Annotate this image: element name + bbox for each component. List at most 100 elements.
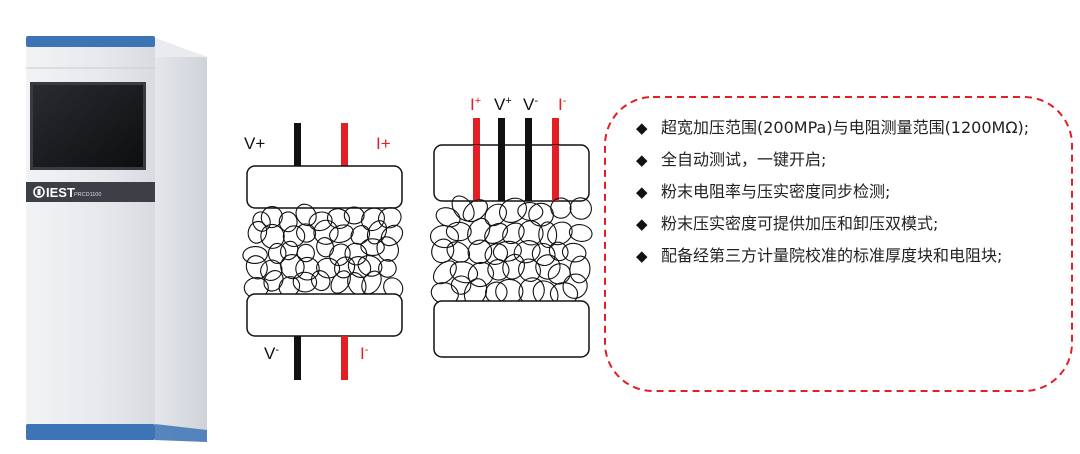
powder-particle: [445, 221, 472, 242]
instrument-cabinet: IEST PRCD1100: [26, 36, 207, 442]
cabinet-bottom-trim-side: [155, 424, 207, 442]
powder-particle: [502, 253, 525, 280]
powder-sample: [242, 203, 404, 299]
powder-particle: [429, 225, 460, 249]
diamond-icon: ◆: [636, 215, 648, 233]
top-electrode: [246, 165, 403, 209]
powder-particle: [569, 255, 591, 284]
powder-particle: [446, 241, 471, 263]
powder-particle: [280, 254, 305, 280]
powder-particle: [449, 261, 479, 284]
powder-particle: [278, 211, 298, 233]
powder-particle: [518, 258, 541, 282]
lead-i-minus: [341, 336, 348, 380]
powder-particle: [366, 220, 388, 245]
powder-sample: [429, 195, 593, 307]
powder-particle: [431, 238, 455, 264]
powder-particle: [487, 259, 510, 281]
powder-particle: [562, 273, 588, 299]
probe-v-plus-inner: [498, 145, 505, 201]
lead-i-plus: [341, 123, 348, 166]
probe-v-minus-inner: [525, 145, 532, 201]
powder-particle: [547, 221, 573, 246]
powder-particle: [535, 254, 561, 280]
powder-particle: [513, 240, 541, 264]
label-v-minus: V-: [264, 344, 280, 363]
powder-particle: [260, 223, 285, 249]
powder-particle: [316, 237, 335, 258]
diamond-icon: ◆: [636, 119, 648, 137]
powder-particle: [292, 271, 318, 293]
diagram-two-electrode: [242, 123, 404, 380]
powder-particle: [242, 246, 268, 264]
powder-particle: [450, 275, 472, 295]
diamond-icon: ◆: [636, 151, 648, 169]
diamond-icon: ◆: [636, 183, 648, 201]
label-v-plus: V+: [244, 134, 266, 153]
feature-item: ◆ 配备经第三方计量院校准的标准厚度块和电阻块;: [636, 240, 1056, 272]
powder-particle: [528, 202, 554, 227]
powder-particle: [282, 225, 306, 248]
diamond-icon: ◆: [636, 247, 648, 265]
feature-list: ◆ 超宽加压范围(200MPa)与电阻测量范围(1200MΩ); ◆ 全自动测试…: [636, 112, 1056, 272]
powder-particle: [350, 225, 371, 245]
powder-particle: [295, 203, 317, 227]
powder-particle: [313, 219, 339, 245]
powder-particle: [329, 243, 351, 267]
label-i-plus: I+: [376, 134, 391, 153]
label-probe-i-plus: I+: [470, 95, 482, 114]
lead-v-minus: [294, 336, 301, 380]
powder-particle: [484, 203, 507, 227]
powder-particle: [568, 224, 593, 242]
powder-particle: [296, 243, 315, 263]
powder-particle: [378, 259, 397, 278]
powder-particle: [361, 270, 382, 295]
powder-particle: [467, 239, 493, 265]
powder-particle: [538, 221, 558, 249]
powder-particle: [263, 270, 284, 292]
powder-particle: [360, 238, 385, 256]
probe-i-plus-inner: [473, 145, 480, 201]
powder-particle: [550, 197, 572, 219]
lead-v-plus: [294, 123, 301, 166]
label-probe-v-minus: V-: [523, 95, 539, 114]
iest-logo-icon: IEST PRCD1100: [33, 185, 101, 200]
feature-item: ◆ 粉末压实密度可提供加压和卸压双模式;: [636, 208, 1056, 240]
feature-item: ◆ 全自动测试，一键开启;: [636, 144, 1056, 176]
feature-item: ◆ 超宽加压范围(200MPa)与电阻测量范围(1200MΩ);: [636, 112, 1056, 144]
powder-particle: [267, 242, 287, 264]
powder-particle: [330, 270, 351, 294]
probe-i-minus-inner: [552, 145, 559, 201]
model-name: PRCD1100: [74, 192, 101, 198]
powder-particle: [432, 260, 457, 285]
label-probe-i-minus: I-: [558, 95, 567, 114]
powder-particle: [252, 211, 271, 232]
powder-particle: [377, 207, 402, 229]
label-probe-v-plus: V+: [494, 95, 512, 114]
powder-particle: [343, 206, 365, 225]
powder-particle: [247, 220, 268, 244]
powder-particle: [502, 222, 525, 245]
powder-particle: [347, 256, 372, 278]
powder-particle: [295, 256, 320, 281]
powder-particle: [310, 270, 331, 292]
powder-particle: [316, 257, 341, 279]
powder-particle: [569, 197, 592, 220]
powder-particle: [484, 222, 509, 244]
powder-particle: [484, 243, 509, 265]
diagram-four-probe: [429, 118, 593, 358]
brand-name: IEST: [46, 185, 75, 200]
powder-particle: [296, 223, 317, 243]
label-i-minus: I-: [360, 344, 369, 363]
cabinet-screen: [33, 85, 143, 167]
cabinet-top-trim: [26, 36, 155, 47]
powder-particle: [492, 240, 522, 262]
bottom-electrode: [246, 293, 403, 337]
top-electrode: [433, 144, 590, 202]
bottom-electrode: [433, 300, 590, 358]
cabinet-bottom-trim: [26, 424, 155, 440]
cabinet-side-panel: [155, 38, 207, 442]
feature-item: ◆ 粉末电阻率与压实密度同步检测;: [636, 176, 1056, 208]
cabinet-brand-band: [26, 182, 155, 202]
